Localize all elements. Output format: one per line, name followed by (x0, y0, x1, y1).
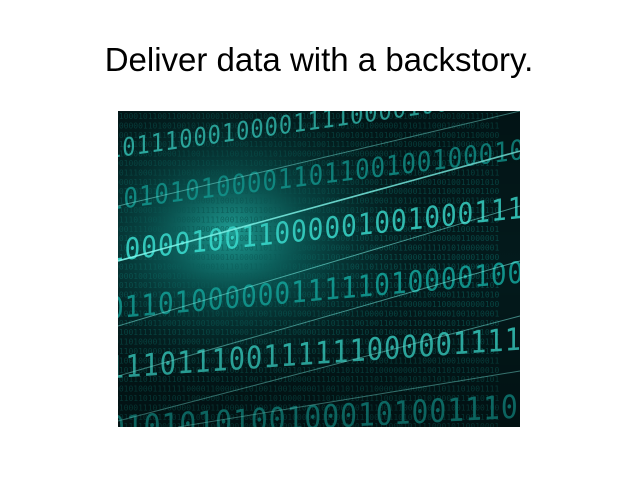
binary-code-graphic: 0100010110011000101000110010011001001001… (118, 111, 520, 427)
image-vignette (118, 111, 520, 427)
binary-code-image: 0100010110011000101000110010011001001001… (118, 111, 520, 427)
slide-title: Deliver data with a backstory. (104, 41, 534, 78)
